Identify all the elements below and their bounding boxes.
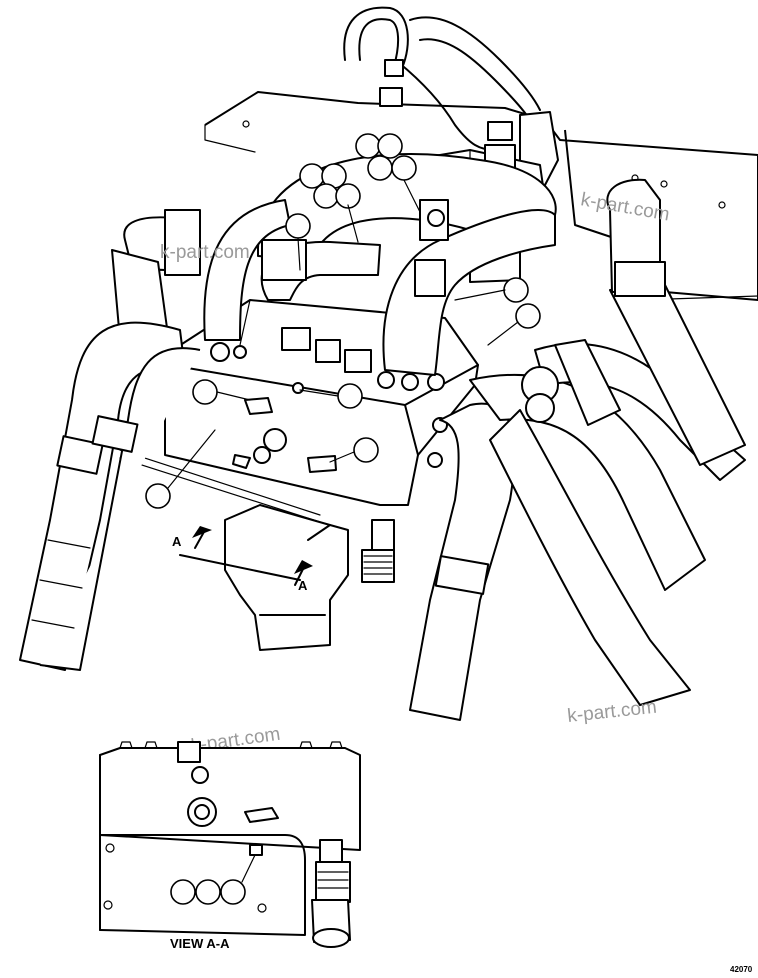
section-label-upper: A xyxy=(172,534,182,549)
left-hoses xyxy=(19,209,201,671)
callout-bubble xyxy=(299,163,325,189)
callout-bubble xyxy=(192,379,218,405)
view-a-a-inset: VIEW A-A xyxy=(99,741,361,951)
callout-bubble xyxy=(367,155,393,181)
callout-bubble xyxy=(195,879,221,905)
callout-bubble xyxy=(337,383,363,409)
callout-bubble xyxy=(377,133,403,159)
section-label-lower: A xyxy=(298,578,308,593)
callout-bubble xyxy=(145,483,171,509)
drawing-code: 42070 xyxy=(730,965,753,974)
callout-bubbles xyxy=(145,133,541,509)
section-arrow-icon xyxy=(192,526,212,538)
callout-bubble xyxy=(285,213,311,239)
callout-bubble xyxy=(515,303,541,329)
right-hoses xyxy=(409,178,746,721)
callout-bubble xyxy=(503,277,529,303)
callout-bubble xyxy=(355,133,381,159)
section-marker: A A xyxy=(172,526,313,593)
callout-bubble xyxy=(391,155,417,181)
callout-bubble xyxy=(335,183,361,209)
watermark: k-part.com xyxy=(566,697,657,727)
solenoid-valve xyxy=(224,504,395,651)
callout-bubble xyxy=(353,437,379,463)
view-title: VIEW A-A xyxy=(170,936,230,951)
callout-bubble xyxy=(170,879,196,905)
watermark: k-part.com xyxy=(160,242,250,263)
callout-bubble xyxy=(313,183,339,209)
callout-bubble xyxy=(220,879,246,905)
